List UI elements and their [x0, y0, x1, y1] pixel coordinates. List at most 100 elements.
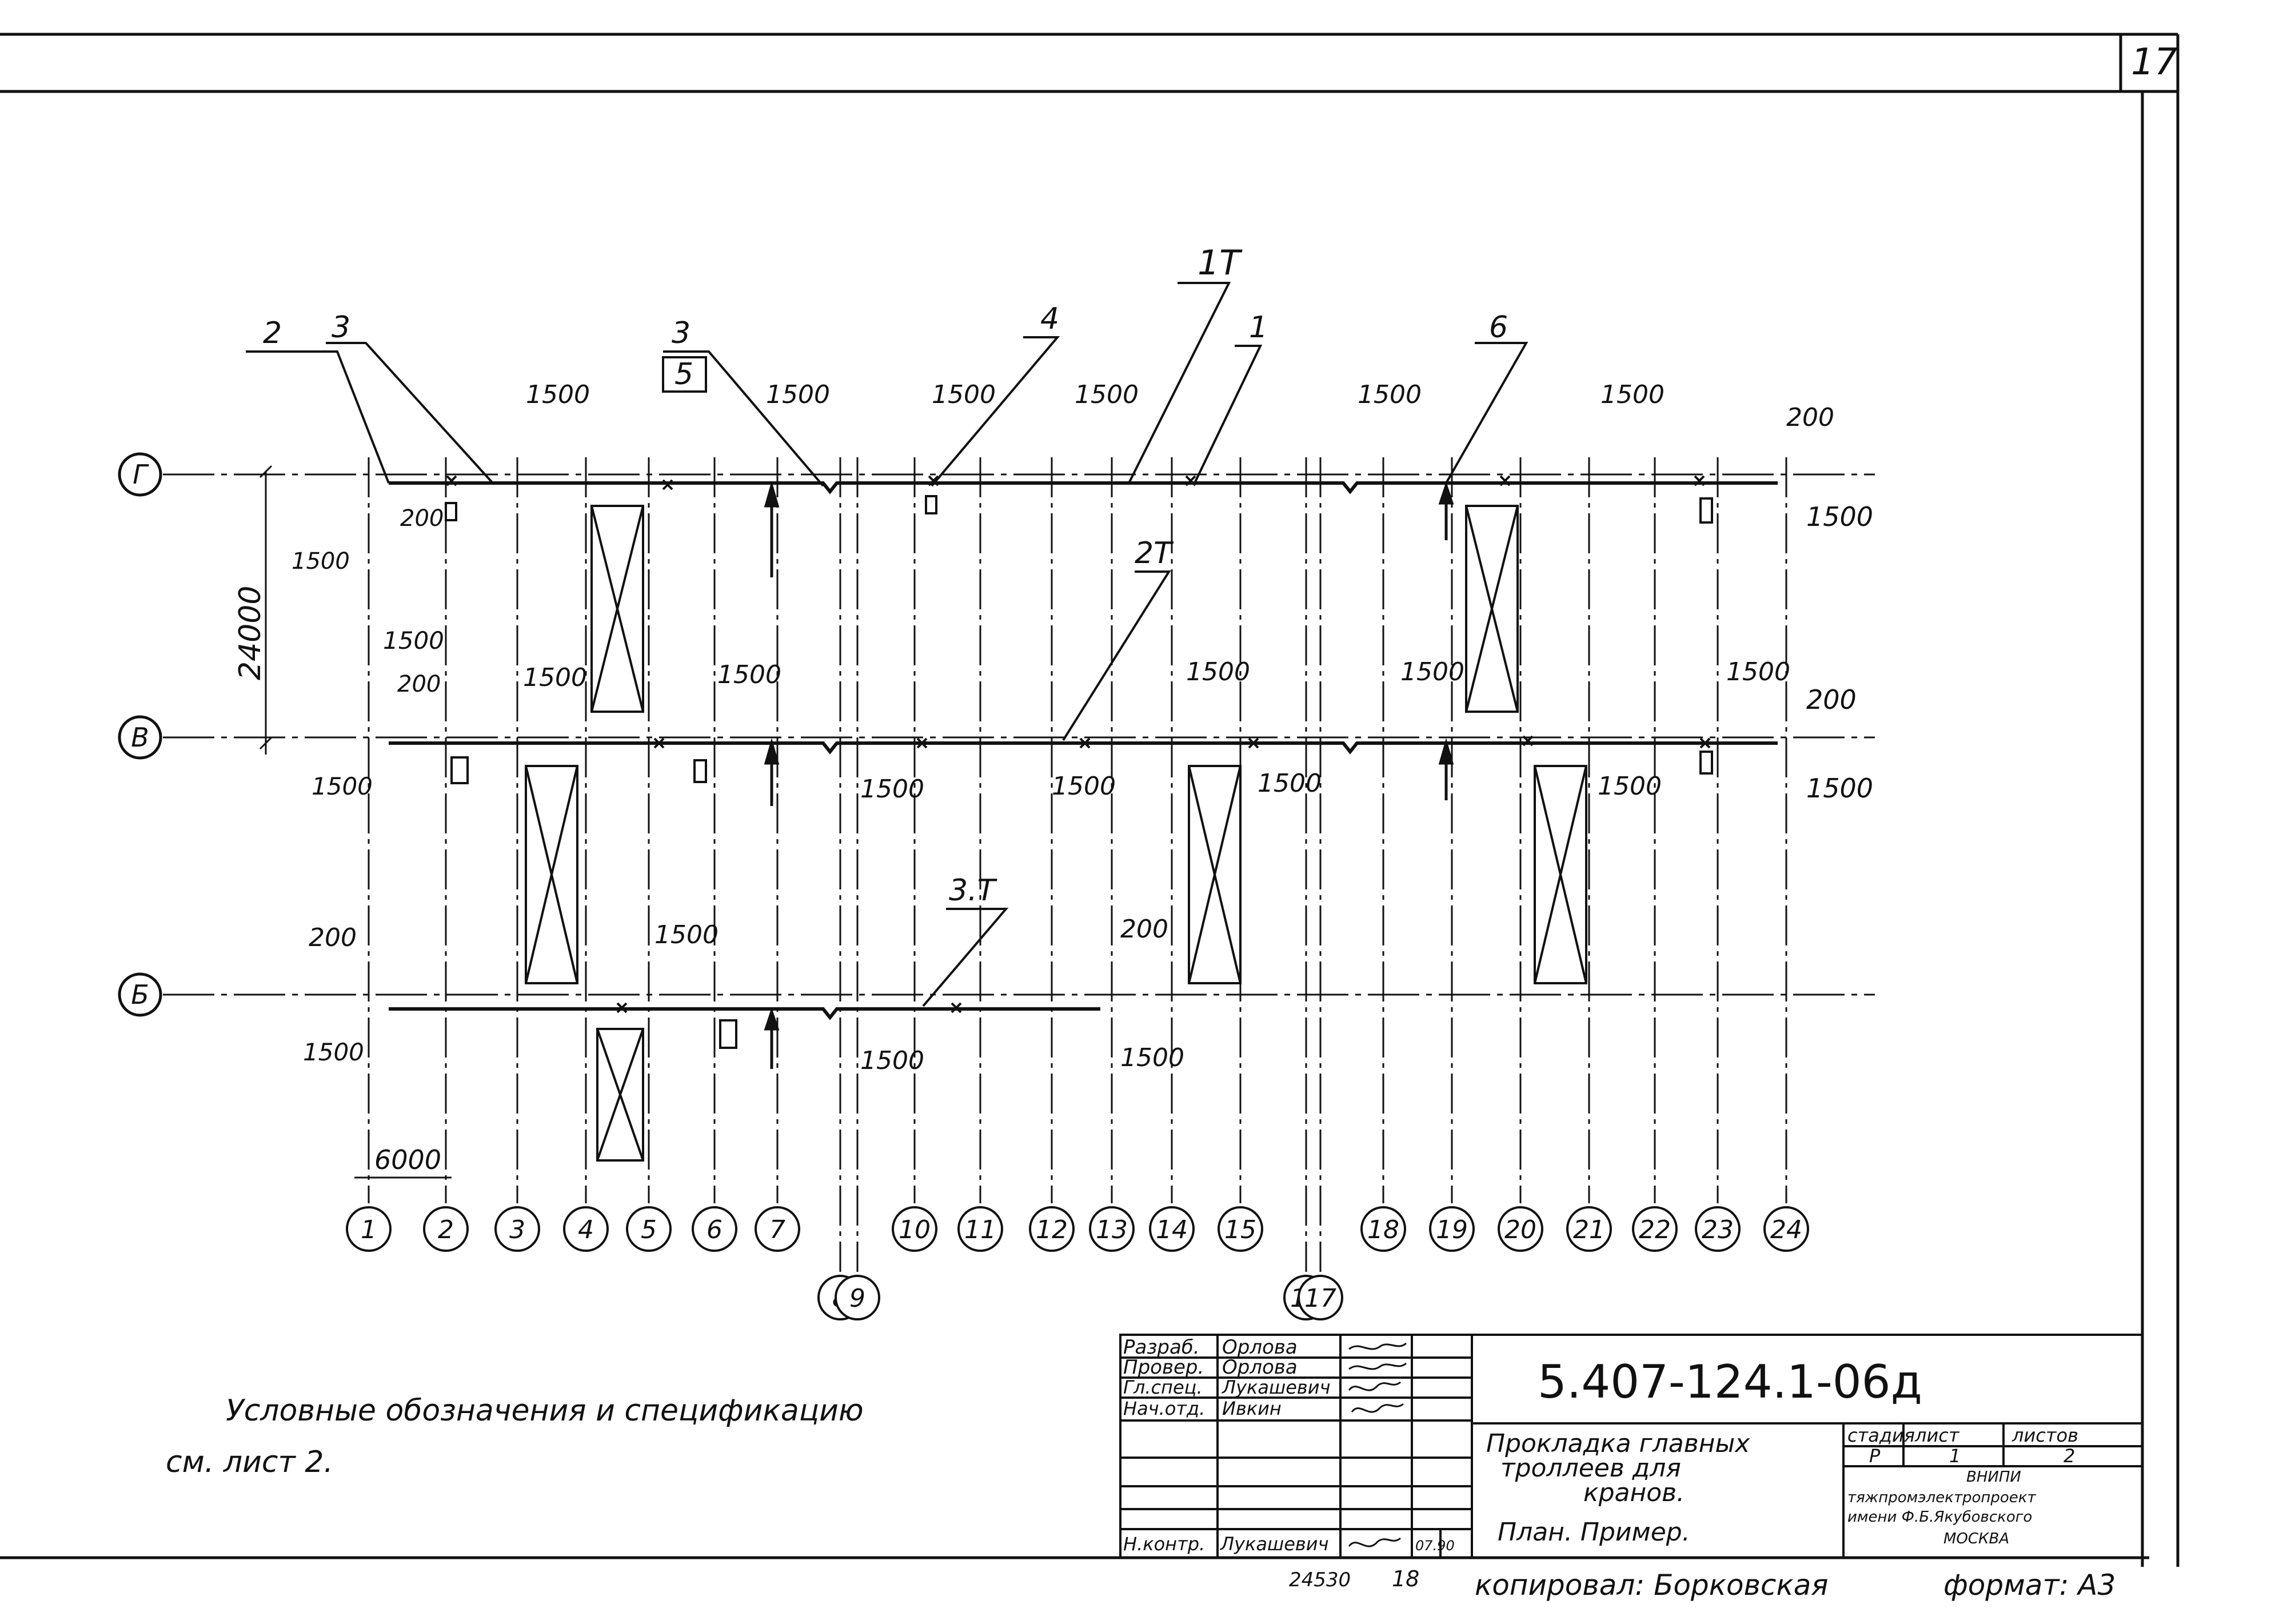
name-4: Ивкин: [1222, 1398, 1282, 1419]
column-axis-10: 10: [892, 457, 937, 1252]
row-bubble: [118, 715, 162, 760]
org-line-4: МОСКВА: [1943, 1530, 2009, 1547]
column-axis-18: 18: [1360, 457, 1406, 1252]
stage-label: стадия: [1847, 1425, 1915, 1446]
name-3: Лукашевич: [1222, 1376, 1330, 1398]
trolley-line-g: [389, 481, 1778, 494]
axis-bubble: [835, 1275, 880, 1320]
row-bubble: [118, 452, 162, 497]
column-axis-8: 8: [817, 457, 863, 1320]
dim-1500: 1500: [312, 772, 373, 800]
axis-bubble-label: 18: [1367, 1215, 1399, 1244]
role-2: Провер.: [1123, 1356, 1204, 1379]
axis-bubble-label: 11: [964, 1215, 996, 1244]
dim-1500: 1500: [1075, 380, 1139, 409]
axis-bubble: [892, 1206, 937, 1252]
sheet-value: 1: [1949, 1445, 1961, 1467]
column-axis-4: 4: [563, 457, 609, 1252]
row-bubble: [118, 972, 162, 1017]
dim-200: 200: [1120, 915, 1168, 944]
trolley-lines: [389, 481, 1778, 1020]
axis-bubble: [423, 1206, 469, 1252]
role-1: Разраб.: [1123, 1336, 1200, 1359]
name-1: Орлова: [1222, 1336, 1298, 1359]
footer-number: 18: [1392, 1566, 1419, 1591]
callout-3T: 3.T: [949, 873, 998, 908]
axis-bubble-label: 7: [769, 1215, 785, 1244]
dim-1500: 1500: [1258, 769, 1322, 798]
axis-bubble: [957, 1206, 1003, 1252]
dim-1500: 1500: [717, 660, 781, 689]
column-axis-2: 2: [423, 457, 469, 1252]
column-axis-14: 14: [1149, 457, 1195, 1252]
sheet-frame: [0, 33, 2180, 1567]
axis-bubble-label: 5: [641, 1215, 657, 1244]
dim-1500: 1500: [523, 663, 587, 692]
footer: 24530 18 копировал: Борковская формат: А…: [1289, 1566, 2116, 1602]
column-axis-5: 5: [626, 457, 672, 1252]
axis-bubble-label: 1: [361, 1215, 377, 1244]
date: 07.90: [1415, 1538, 1455, 1554]
leaders: [246, 282, 1528, 1007]
column-axis-3: 3: [494, 457, 540, 1252]
sheets-value: 2: [2064, 1445, 2075, 1467]
column-axis-22: 22: [1632, 457, 1678, 1252]
column-axis-23: 23: [1695, 457, 1741, 1252]
row-bubble-label: Г: [133, 459, 149, 490]
column-axis-21: 21: [1566, 457, 1612, 1252]
axis-bubble-label: 14: [1156, 1215, 1188, 1244]
dim-1500: 1500: [1186, 657, 1250, 687]
title-line-2: троллеев для: [1500, 1454, 1681, 1483]
callout-4: 4: [1040, 302, 1059, 336]
trolley-line-b: [389, 1007, 1100, 1020]
axis-bubble-label: 6: [707, 1215, 723, 1244]
callout-5: 5: [674, 357, 693, 392]
column-axis-9: 9: [835, 457, 880, 1320]
axis-bubble: [1029, 1206, 1075, 1252]
axis-bubble-label: 2: [438, 1215, 454, 1244]
signatures: [1348, 1342, 1407, 1547]
column-axis-16: 16: [1283, 457, 1329, 1320]
axis-bubble: [1763, 1206, 1809, 1252]
crane-symbols: [525, 505, 1587, 1162]
axis-bubble: [1360, 1206, 1406, 1252]
column-axis-12: 12: [1029, 457, 1075, 1252]
row-bubble-label: В: [131, 722, 149, 753]
dim-1500: 1500: [766, 380, 830, 409]
inventory-number: 24530: [1289, 1569, 1351, 1591]
axis-bubble: [1498, 1206, 1543, 1252]
feed-boxes: [445, 495, 1713, 1049]
column-axis-17: 17: [1298, 457, 1343, 1320]
dim-200: 200: [397, 671, 441, 697]
dim-1500: 1500: [1120, 1043, 1184, 1072]
axis-bubble-label: 12: [1036, 1215, 1068, 1244]
callout-2T: 2T: [1135, 536, 1174, 570]
axis-bubble: [692, 1206, 737, 1252]
page-number: 17: [2131, 41, 2178, 83]
row-axis-2: В: [118, 715, 1875, 760]
axis-bubble: [1632, 1206, 1678, 1252]
callout-labels: 2 3 3 5 4 1T 1 6 2T 3.T: [263, 243, 1508, 908]
role-5: Н.контр.: [1123, 1533, 1205, 1555]
axis-bubble: [1218, 1206, 1263, 1252]
column-axis-7: 7: [755, 457, 800, 1252]
note: Условные обозначения и спецификацию см. …: [166, 1394, 864, 1479]
org-line-2: тяжпромэлектропроект: [1847, 1489, 2036, 1506]
dim-1500: 1500: [1726, 657, 1790, 687]
axis-bubble-label: 9: [849, 1284, 865, 1313]
axis-bubble: [626, 1206, 672, 1252]
column-axis-24: 24: [1763, 457, 1809, 1252]
dim-200: 200: [1806, 684, 1857, 715]
axis-bubble: [494, 1206, 540, 1252]
axis-bubble-label: 3: [509, 1215, 525, 1244]
axis-bubble: [1149, 1206, 1195, 1252]
dim-1500: 1500: [292, 548, 350, 574]
drawing-code: 5.407-124.1-06д: [1538, 1355, 1922, 1408]
title-line-1: Прокладка главных: [1486, 1429, 1750, 1458]
copied-by: копировал: Борковская: [1475, 1569, 1828, 1602]
axis-bubble-label: 15: [1224, 1215, 1256, 1244]
axis-bubble-label: 10: [899, 1215, 931, 1244]
dim-200: 200: [400, 505, 444, 532]
dim-1500: 1500: [1052, 772, 1116, 801]
row-axes: ГВБ: [118, 452, 1875, 1017]
